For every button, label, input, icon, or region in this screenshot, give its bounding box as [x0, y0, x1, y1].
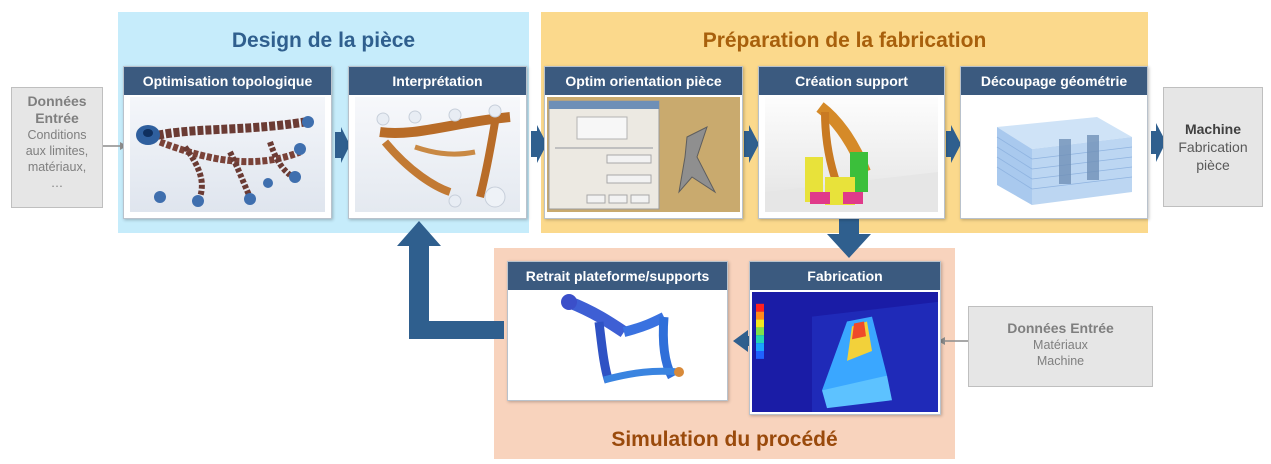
input-data-left-line1: Conditions: [27, 128, 87, 142]
arrow-interp-to-orient: [531, 125, 547, 163]
fabrication-color-legend: [756, 303, 764, 359]
step-retrait-plateforme: Retrait plateforme/supports: [507, 261, 728, 401]
input-data-left-line3: matériaux,: [27, 160, 87, 174]
machine-output-line2: pièce: [1196, 157, 1230, 173]
input-data-left-line2: aux limites,: [25, 144, 89, 158]
arrow-optim-to-interp: [335, 127, 350, 163]
simulation-region-title: Simulation du procédé: [611, 428, 838, 451]
interpretation-render: [355, 97, 520, 212]
arrow-orient-to-support: [744, 125, 759, 163]
input-data-right-title: Données Entrée: [1007, 320, 1114, 336]
step-orientation-title: Optim orientation pièce: [545, 67, 742, 95]
step-fabrication: Fabrication: [749, 261, 941, 415]
step-support-title: Création support: [759, 67, 944, 95]
input-data-left-title: Données Entrée: [27, 93, 87, 126]
input-data-right-line2: Machine: [1036, 354, 1085, 368]
machine-output-title: Machine: [1184, 121, 1241, 137]
input-data-right-box: Données Entrée Matériaux Machine: [968, 306, 1153, 387]
preparation-region-title: Préparation de la fabrication: [702, 29, 987, 52]
step-fabrication-title: Fabrication: [750, 262, 940, 290]
step-decoupage-title: Découpage géométrie: [961, 67, 1147, 95]
step-optimisation-topologique: Optimisation topologique: [123, 66, 332, 219]
input-data-right-line1: Matériaux: [1033, 338, 1088, 352]
feedback-loop-arrow: [397, 221, 504, 339]
support-render: [765, 97, 938, 212]
step-creation-support: Création support: [758, 66, 945, 219]
step-interpretation-title: Interprétation: [349, 67, 526, 95]
input-data-left-box: Données Entrée Conditions aux limites, m…: [11, 87, 103, 208]
step-optim-orientation: Optim orientation pièce: [544, 66, 743, 219]
optimisation-render: [130, 97, 325, 212]
step-optimisation-title: Optimisation topologique: [124, 67, 331, 95]
arrow-decoup-to-machine: [1151, 123, 1166, 162]
step-decoupage-geometrie: Découpage géométrie: [960, 66, 1148, 219]
retrait-render: [514, 292, 721, 394]
step-interpretation: Interprétation: [348, 66, 527, 219]
design-region-title: Design de la pièce: [231, 29, 416, 52]
fabrication-render: [752, 292, 938, 412]
arrow-support-to-fabrication: [827, 216, 871, 258]
machine-output-box: Machine Fabrication pièce: [1163, 87, 1263, 207]
decoupage-render: [967, 97, 1141, 212]
input-data-left-line4: …: [50, 176, 64, 190]
step-retrait-title: Retrait plateforme/supports: [508, 262, 727, 290]
machine-output-line1: Fabrication: [1178, 139, 1248, 155]
orientation-render: [547, 97, 740, 212]
arrow-support-to-decoup: [946, 125, 961, 163]
arrow-fab-to-retrait: [733, 330, 754, 352]
input-connector-right-head: [938, 337, 945, 345]
